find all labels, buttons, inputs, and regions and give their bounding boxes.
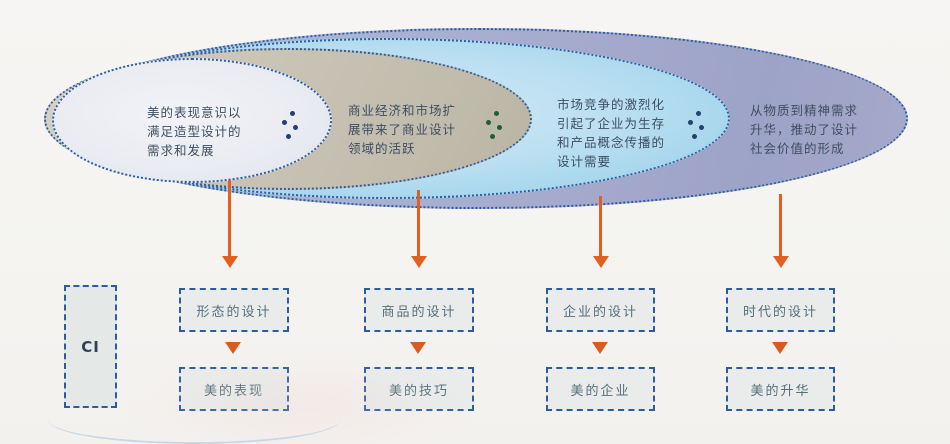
down-arrowhead-icon [773, 256, 789, 268]
down-arrow-icon [599, 196, 602, 256]
separator-dots-icon [282, 111, 300, 141]
separator-dots-icon [688, 111, 706, 141]
down-arrow-icon [228, 180, 231, 256]
down-arrowhead-icon [222, 256, 238, 268]
stage-4-caption: 从物质到精神需求 升华，推动了设计 社会价值的形成 [750, 103, 859, 156]
design-box-4: 时代的设计 [726, 288, 835, 332]
design-box-3: 企业的设计 [546, 288, 655, 332]
stage-1-caption: 美的表现意识以 满足造型设计的 需求和发展 [147, 105, 242, 158]
design-box-1: 形态的设计 [179, 288, 289, 332]
ci-box: CI [64, 285, 117, 408]
small-down-arrow-icon [772, 342, 788, 354]
faint-curve-decoration [48, 396, 340, 444]
separator-dots-icon [486, 111, 504, 141]
down-arrow-icon [417, 190, 420, 256]
down-arrow-icon [779, 194, 782, 256]
beauty-box-4: 美的升华 [726, 367, 835, 411]
small-down-arrow-icon [592, 342, 608, 354]
small-down-arrow-icon [225, 342, 241, 354]
stage-3-caption: 市场竞争的激烈化 引起了企业为生存 和产品概念传播的 设计需要 [557, 97, 666, 169]
down-arrowhead-icon [593, 256, 609, 268]
beauty-box-2: 美的技巧 [364, 367, 474, 411]
down-arrowhead-icon [411, 256, 427, 268]
design-box-2: 商品的设计 [364, 288, 474, 332]
stage-2-caption: 商业经济和市场扩 展带来了商业设计 领域的活跃 [348, 103, 457, 156]
beauty-box-3: 美的企业 [546, 367, 655, 411]
small-down-arrow-icon [410, 342, 426, 354]
